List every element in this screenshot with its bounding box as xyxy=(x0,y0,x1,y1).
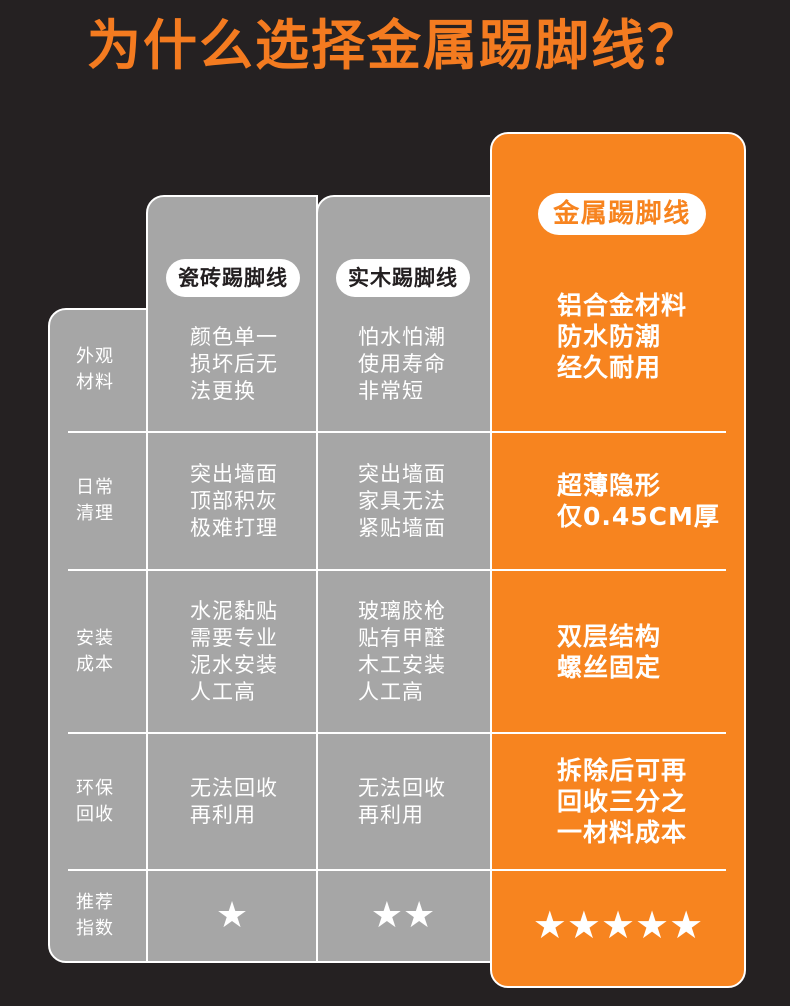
cell-line: 突出墙面 xyxy=(358,461,446,486)
cell-line: 人工高 xyxy=(358,679,424,704)
cell-line: 防水防潮 xyxy=(557,321,662,351)
criteria-column xyxy=(48,308,148,963)
cell-tile-appearance: 颜色单一 损坏后无 法更换 xyxy=(190,296,314,432)
row-label-line: 指数 xyxy=(76,918,114,939)
cell-line: 家具无法 xyxy=(358,488,446,513)
cell-line: 无法回收 xyxy=(358,775,446,800)
row-divider xyxy=(68,431,726,433)
cell-line: 超薄隐形 xyxy=(557,471,662,500)
row-label-rating: 推荐 指数 xyxy=(48,870,142,962)
star-icon: ★ xyxy=(215,895,249,936)
row-label-line: 环保 xyxy=(76,777,114,799)
row-divider xyxy=(68,569,726,571)
rating-stars-metal: ★★★★★ xyxy=(490,870,746,980)
row-label-line: 安装 xyxy=(76,627,114,649)
row-label-line: 日常 xyxy=(76,477,114,498)
row-label-line: 外观 xyxy=(76,346,114,367)
rating-stars-wood: ★★ xyxy=(316,870,490,962)
star-icon: ★ xyxy=(635,903,670,947)
cell-wood-cleaning: 突出墙面 家具无法 紧贴墙面 xyxy=(358,432,482,570)
row-label-appearance: 外观 材料 xyxy=(48,308,142,432)
cell-metal-recycling: 拆除后可再 回收三分之 一材料成本 xyxy=(557,733,739,870)
page-title: 为什么选择金属踢脚线？ xyxy=(87,14,703,77)
cell-line: 玻璃胶枪 xyxy=(358,598,446,623)
row-label-cleaning: 日常 清理 xyxy=(48,432,142,570)
cell-line: 铝合金材料 xyxy=(557,290,688,320)
cell-line: 拆除后可再 xyxy=(557,756,688,785)
star-icon: ★ xyxy=(600,903,636,947)
cell-line: 突出墙面 xyxy=(190,461,278,486)
cell-line: 再利用 xyxy=(190,802,256,827)
cell-line: 木工安装 xyxy=(358,652,446,677)
row-label-line: 成本 xyxy=(76,653,114,675)
row-label-line: 回收 xyxy=(76,803,114,825)
row-label-line: 材料 xyxy=(76,372,114,393)
star-icon: ★ xyxy=(370,895,403,936)
cell-line: 法更换 xyxy=(190,378,256,403)
cell-line: 极难打理 xyxy=(190,515,278,540)
column-solid-wood xyxy=(316,195,492,963)
cell-line: 顶部积灰 xyxy=(190,488,278,513)
cell-wood-installation: 玻璃胶枪 贴有甲醛 木工安装 人工高 xyxy=(358,570,482,733)
cell-line: 双层结构 xyxy=(557,621,662,651)
row-label-installation: 安装 成本 xyxy=(48,570,142,733)
column-ceramic-tile xyxy=(146,195,318,963)
cell-metal-installation: 双层结构 螺丝固定 xyxy=(557,570,739,733)
column-header-metal: 金属踢脚线 xyxy=(538,193,706,235)
rating-stars-tile: ★ xyxy=(146,870,318,962)
cell-line: 使用寿命 xyxy=(358,351,446,376)
star-icon: ★ xyxy=(669,903,704,947)
star-icon: ★ xyxy=(532,903,567,947)
cell-line: 回收三分之 xyxy=(557,787,688,816)
cell-line: 怕水怕潮 xyxy=(358,324,446,349)
cell-line: 紧贴墙面 xyxy=(358,515,446,540)
star-icon: ★ xyxy=(403,895,436,936)
row-label-line: 推荐 xyxy=(76,892,114,913)
cell-line: 贴有甲醛 xyxy=(358,625,446,650)
cell-line: 仅0.45CM厚 xyxy=(557,502,720,531)
cell-line: 一材料成本 xyxy=(557,818,688,847)
cell-metal-cleaning: 超薄隐形 仅0.45CM厚 xyxy=(557,432,739,570)
row-divider xyxy=(68,732,726,734)
cell-line: 需要专业 xyxy=(190,625,278,650)
column-header-ceramic-tile: 瓷砖踢脚线 xyxy=(166,259,300,297)
row-label-line: 清理 xyxy=(76,503,114,524)
cell-line: 再利用 xyxy=(358,802,424,827)
cell-line: 颜色单一 xyxy=(190,324,278,349)
cell-line: 螺丝固定 xyxy=(557,652,662,682)
row-label-recycling: 环保 回收 xyxy=(48,733,142,870)
cell-wood-recycling: 无法回收 再利用 xyxy=(358,733,482,870)
cell-line: 损坏后无 xyxy=(190,351,278,376)
cell-tile-installation: 水泥黏贴 需要专业 泥水安装 人工高 xyxy=(190,570,314,733)
cell-tile-recycling: 无法回收 再利用 xyxy=(190,733,314,870)
column-metal xyxy=(490,132,746,988)
cell-line: 无法回收 xyxy=(190,775,278,800)
cell-wood-appearance: 怕水怕潮 使用寿命 非常短 xyxy=(358,296,482,432)
star-icon: ★ xyxy=(566,903,601,947)
cell-line: 经久耐用 xyxy=(557,352,662,382)
cell-line: 人工高 xyxy=(190,679,256,704)
column-header-solid-wood: 实木踢脚线 xyxy=(336,259,470,297)
cell-line: 非常短 xyxy=(358,378,424,403)
cell-line: 泥水安装 xyxy=(190,652,278,677)
cell-metal-appearance: 铝合金材料 防水防潮 经久耐用 xyxy=(557,240,739,432)
cell-tile-cleaning: 突出墙面 顶部积灰 极难打理 xyxy=(190,432,314,570)
cell-line: 水泥黏贴 xyxy=(190,598,278,623)
row-divider xyxy=(68,869,726,871)
